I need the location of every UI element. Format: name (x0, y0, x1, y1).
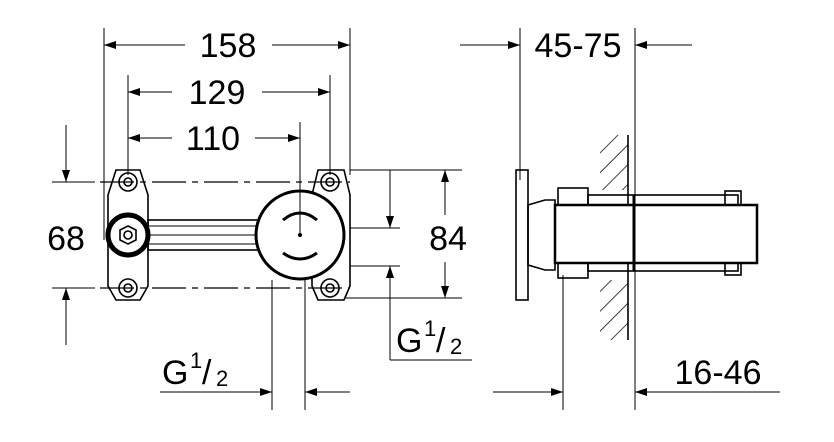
dim-16-46-label: 16-46 (675, 354, 762, 392)
dim-129-label: 129 (189, 74, 246, 112)
svg-text:2: 2 (450, 334, 462, 359)
mount-hole-icon (118, 278, 138, 298)
dimension-158: 158 (104, 27, 350, 65)
dim-84-label: 84 (429, 220, 467, 258)
mounting-flange (515, 169, 529, 301)
dimension-129: 129 (128, 74, 330, 112)
mount-hole-icon (118, 172, 138, 192)
wall-hatch-top (600, 135, 628, 190)
dim-158-label: 158 (200, 27, 257, 65)
svg-text:/: / (436, 322, 446, 360)
dimension-68: 68 (47, 125, 85, 345)
svg-text:G: G (162, 354, 188, 392)
svg-text:/: / (202, 354, 212, 392)
spindle-housing (553, 203, 759, 265)
inlet-fitting (105, 212, 151, 258)
dim-68-label: 68 (47, 220, 85, 258)
side-view (515, 28, 759, 410)
wall-hatch-bottom (600, 280, 628, 340)
svg-text:G: G (396, 322, 422, 360)
mount-hole-icon (320, 278, 340, 298)
thread-label-bottom: G 1 / 2 (160, 348, 350, 396)
dimension-84: 84 (386, 170, 472, 361)
mount-hole-icon (320, 172, 340, 192)
dimension-16-46: 16-46 (493, 354, 780, 396)
svg-text:1: 1 (190, 348, 202, 373)
front-view (100, 122, 351, 301)
thread-label-right: G 1 / 2 (396, 316, 462, 360)
svg-text:1: 1 (424, 316, 436, 341)
dim-45-75-label: 45-75 (535, 27, 622, 65)
dimension-45-75: 45-75 (460, 27, 692, 65)
dim-110-label: 110 (186, 120, 240, 158)
svg-text:2: 2 (216, 366, 228, 391)
dimension-110: 110 (128, 120, 300, 158)
